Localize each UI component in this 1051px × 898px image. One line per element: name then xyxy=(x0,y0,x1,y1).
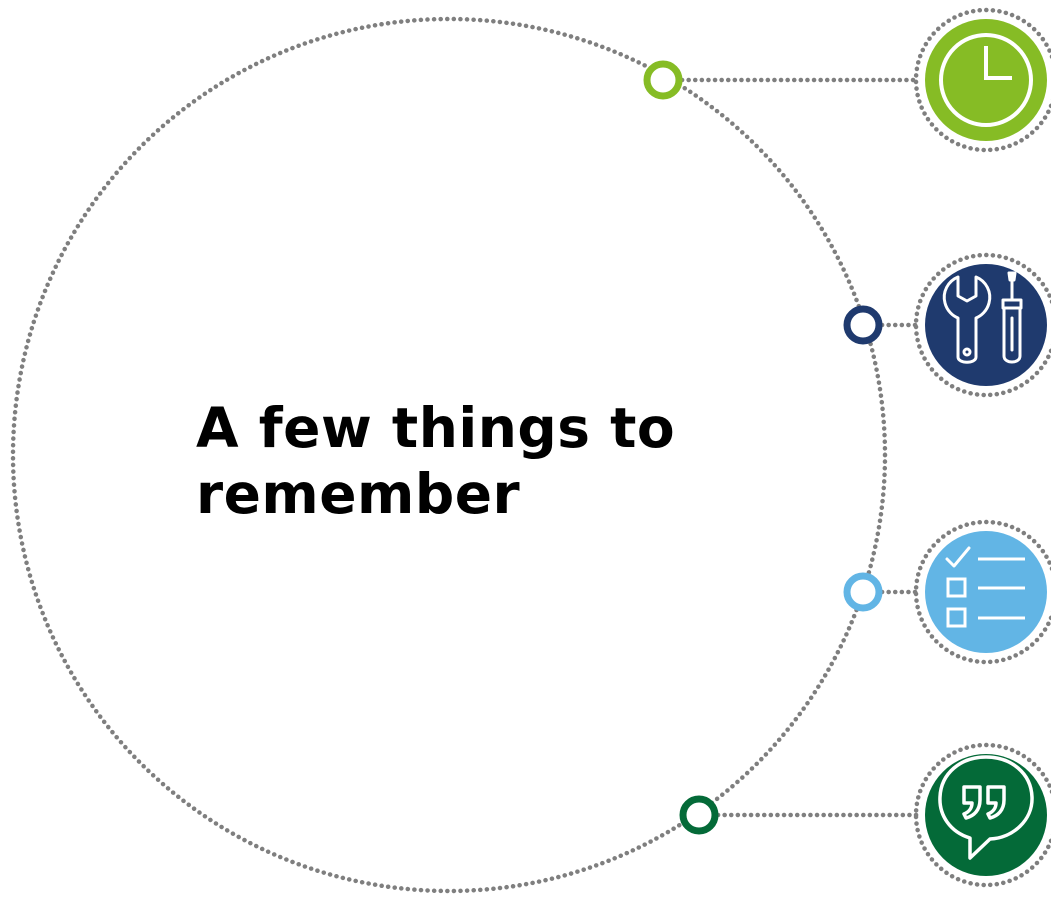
tools-icon xyxy=(942,271,1023,364)
node-tools xyxy=(843,305,883,345)
node-checklist xyxy=(843,572,883,612)
quote-badge xyxy=(913,742,1051,888)
quote-icon xyxy=(938,755,1034,860)
clock-badge xyxy=(913,7,1051,153)
node-quote xyxy=(679,795,719,835)
checklist-badge xyxy=(913,519,1051,665)
tools-badge xyxy=(913,252,1051,398)
clock-icon xyxy=(939,33,1033,127)
slide-title: A few things to remember xyxy=(196,396,676,526)
checklist-icon xyxy=(945,546,1025,628)
node-clock xyxy=(643,60,683,100)
main-dotted-circle xyxy=(10,16,888,894)
